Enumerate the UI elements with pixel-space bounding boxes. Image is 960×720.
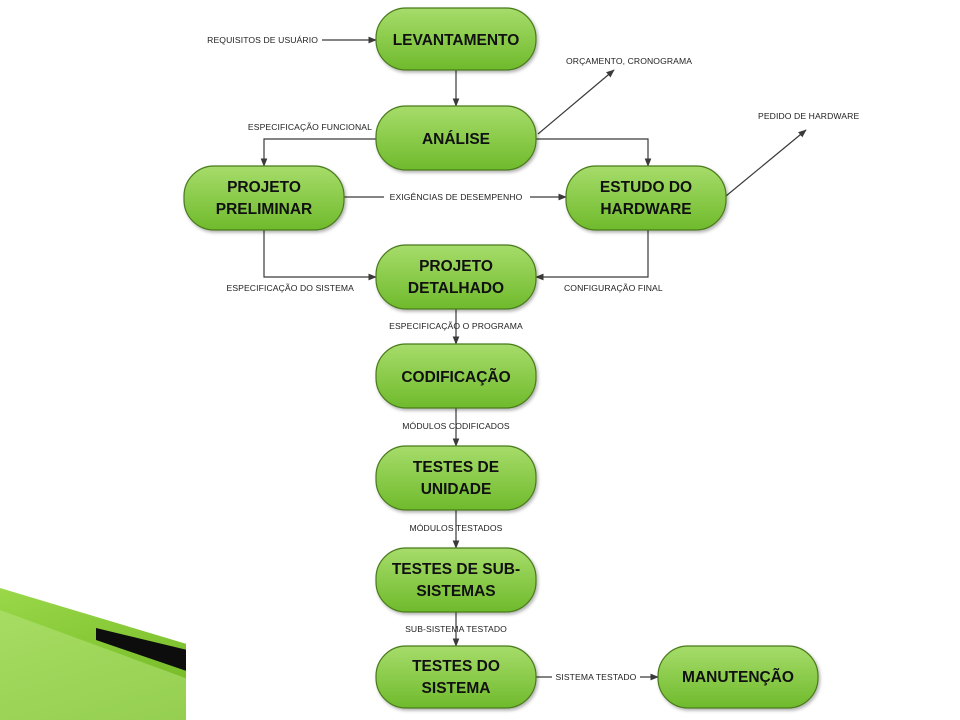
label-sistema-testado: SISTEMA TESTADO [556,672,637,682]
label-config-final: CONFIGURAÇÃO FINAL [564,283,663,293]
edge-orcamento [537,69,615,135]
node-projeto-detalhado-line1: PROJETO [419,258,493,275]
label-espec-sistema: ESPECIFICAÇÃO DO SISTEMA [226,283,354,293]
label-sistema-testado-bg [552,671,640,683]
label-espec-funcional: ESPECIFICAÇÃO FUNCIONAL [248,122,372,132]
node-analise: ANÁLISE [375,105,537,171]
label-modulos-testados: MÓDULOS TESTADOS [410,523,503,533]
edge-pedido-hardware [725,129,807,197]
node-testes-subsistemas: TESTES DE SUB- SISTEMAS [375,547,537,613]
edge-analise-hardware [536,138,652,167]
node-testes-sistema-line1: TESTES DO [412,658,500,675]
node-testes-subsistemas-line1: TESTES DE SUB- [392,561,520,578]
node-projeto-preliminar-line1: PROJETO [227,179,301,196]
node-levantamento-label: LEVANTAMENTO [393,32,520,49]
label-exigencias: EXIGÊNCIAS DE DESEMPENHO [390,192,523,202]
edge-espec-funcional [260,138,376,167]
node-projeto-detalhado: PROJETO DETALHADO [375,244,537,310]
label-orcamento: ORÇAMENTO, CRONOGRAMA [566,56,692,66]
node-projeto-preliminar: PROJETO PRELIMINAR [183,165,345,231]
node-projeto-detalhado-line2: DETALHADO [408,280,504,297]
label-exigencias-bg [384,190,530,202]
edge-config-final [535,230,649,281]
node-estudo-hardware-line2: HARDWARE [600,201,691,218]
node-estudo-hardware: ESTUDO DO HARDWARE [565,165,727,231]
node-testes-unidade-line1: TESTES DE [413,459,499,476]
node-testes-sistema: TESTES DO SISTEMA [375,645,537,709]
node-projeto-preliminar-line2: PRELIMINAR [216,201,312,218]
diagram-canvas [186,0,960,720]
node-manutencao: MANUTENÇÃO [657,645,819,709]
label-subsistema-testado: SUB-SISTEMA TESTADO [405,624,507,634]
node-manutencao-label: MANUTENÇÃO [682,668,794,686]
node-codificacao-label: CODIFICAÇÃO [401,368,510,386]
label-espec-programa: ESPECIFICAÇÃO O PROGRAMA [389,321,523,331]
node-estudo-hardware-line1: ESTUDO DO [600,179,692,196]
edge-espec-sistema [263,230,377,281]
label-pedido-hardware: PEDIDO DE HARDWARE [758,111,859,121]
label-modulos-codificados: MÓDULOS CODIFICADOS [402,421,510,431]
node-levantamento: LEVANTAMENTO [375,7,537,71]
node-codificacao: CODIFICAÇÃO [375,343,537,409]
node-analise-label: ANÁLISE [422,131,490,148]
node-testes-subsistemas-line2: SISTEMAS [416,583,495,600]
node-testes-unidade-line2: UNIDADE [421,481,492,498]
node-testes-unidade: TESTES DE UNIDADE [375,445,537,511]
label-requisitos: REQUISITOS DE USUÁRIO [207,35,318,45]
node-testes-sistema-line2: SISTEMA [422,680,491,697]
